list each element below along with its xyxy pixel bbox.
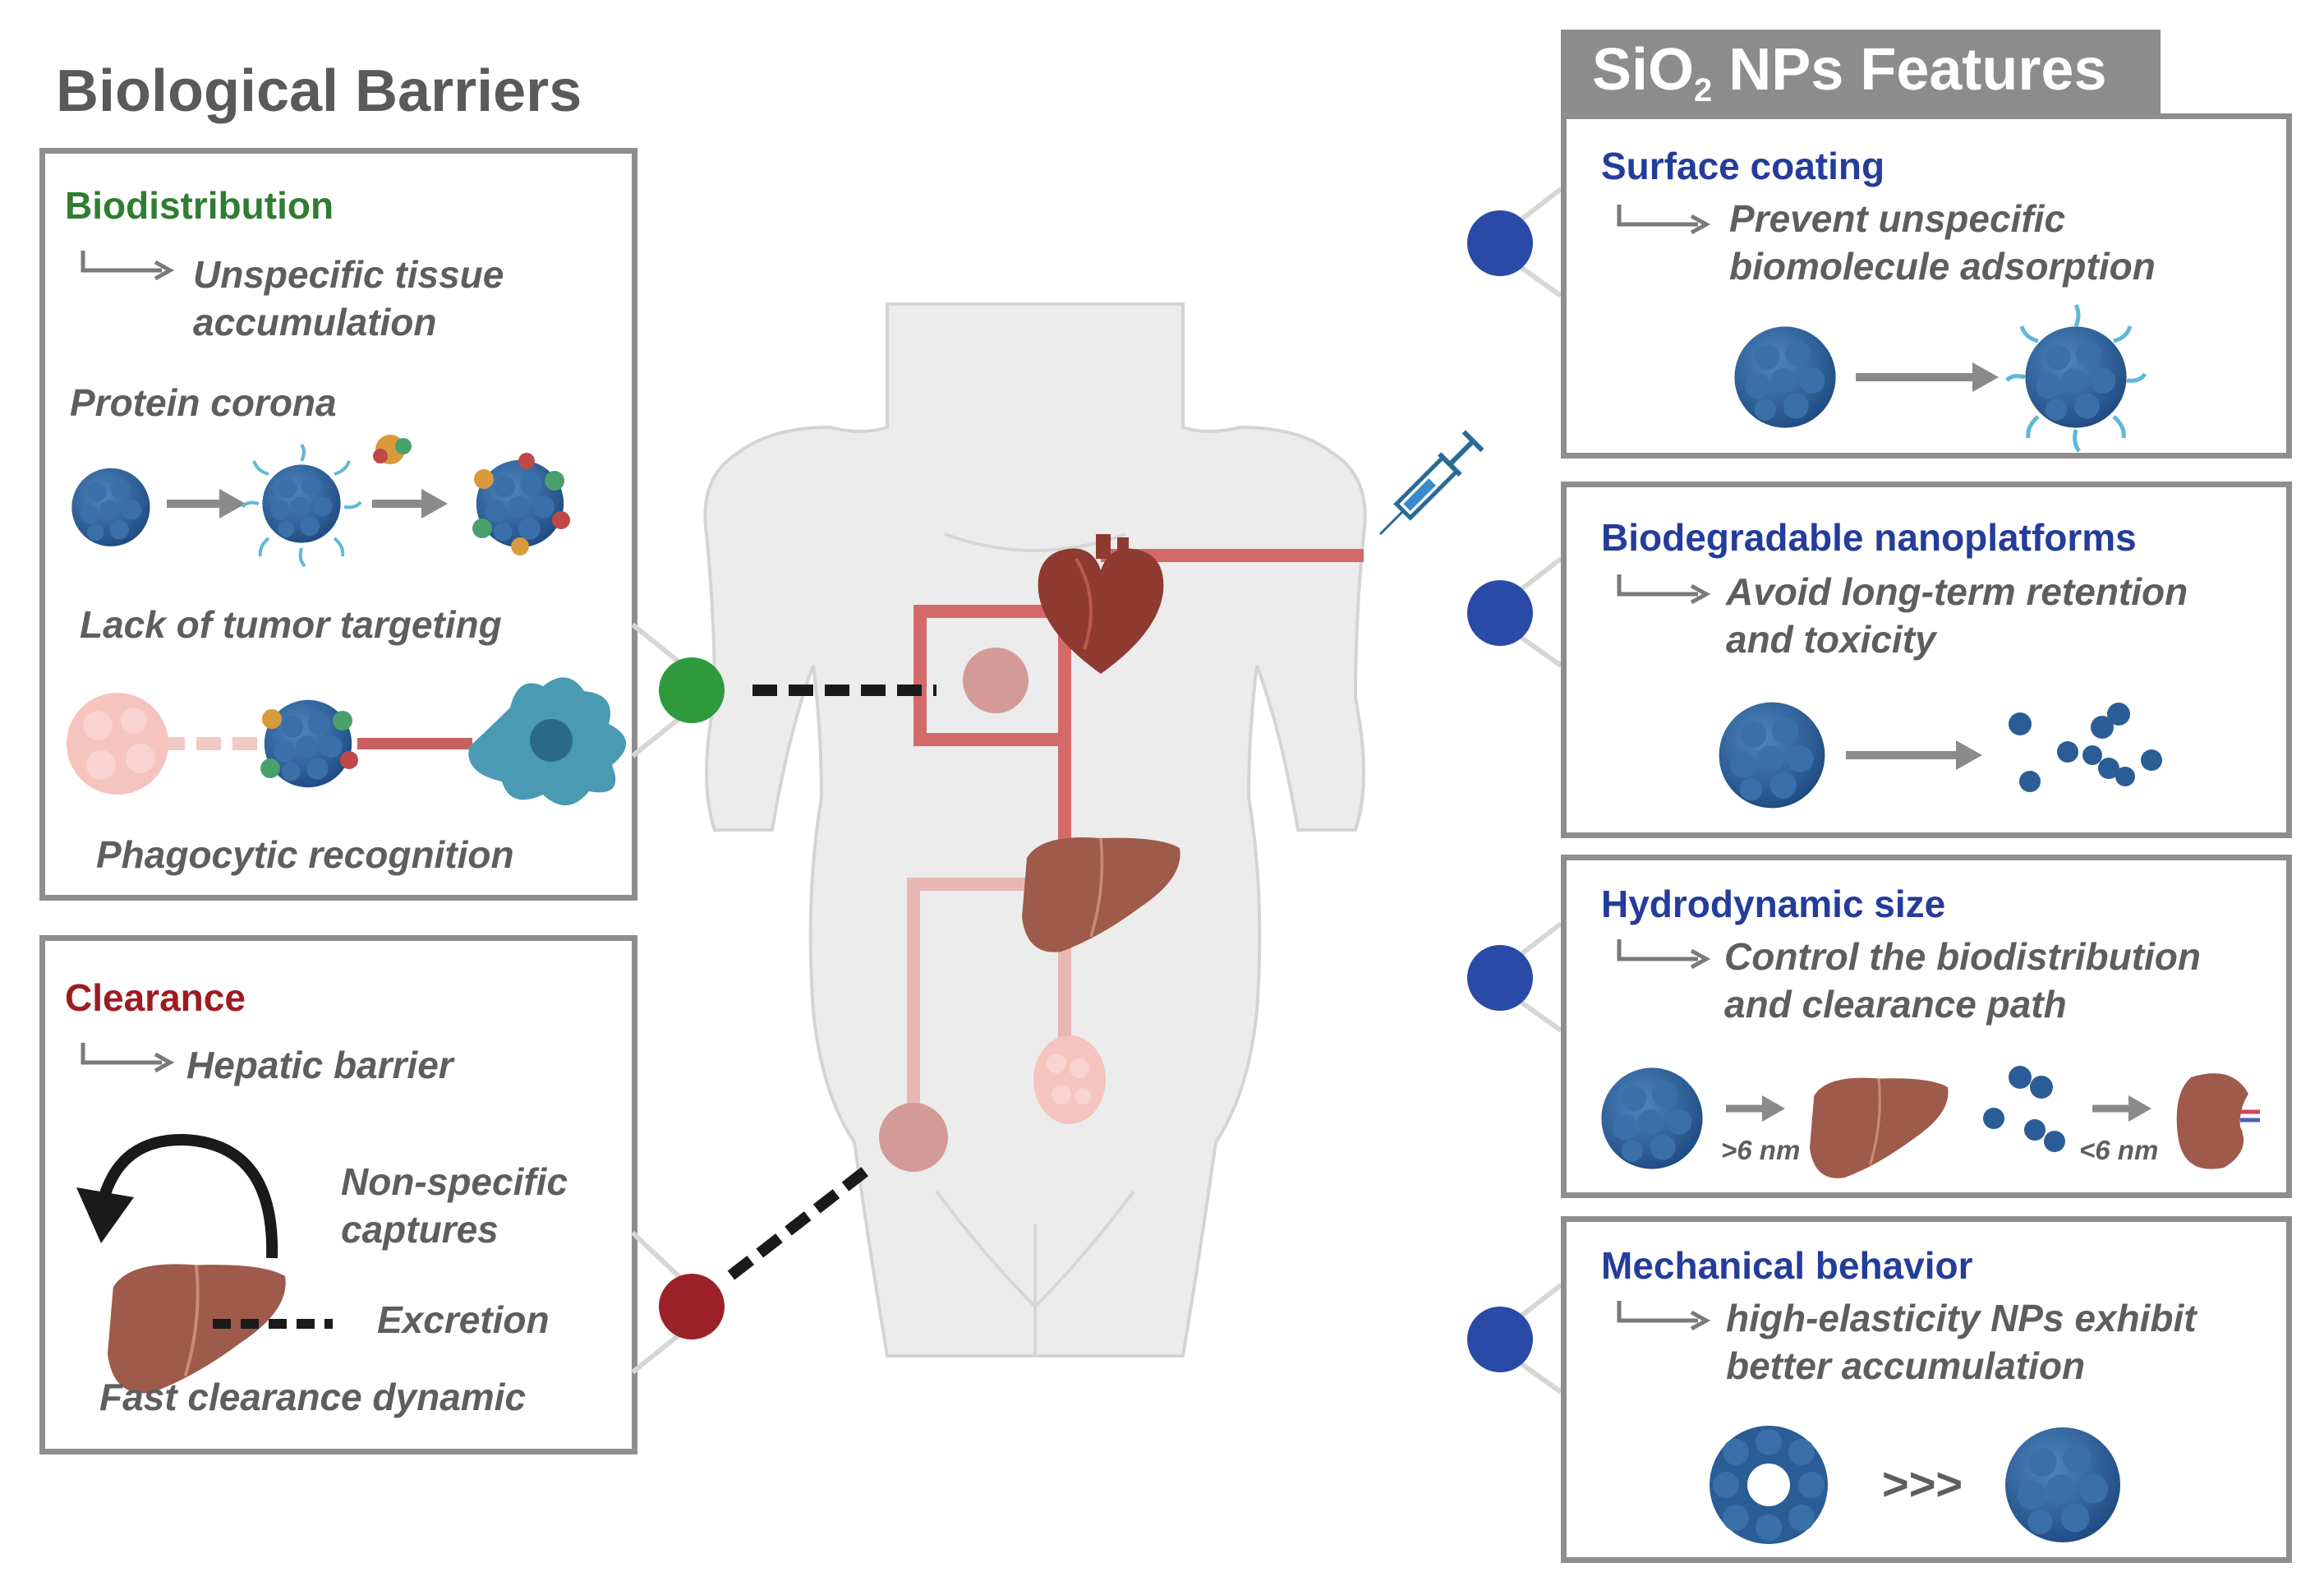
- features-title: SiO2 NPs Features: [1592, 37, 2107, 108]
- biodegradable-connector-dot: [1467, 556, 1562, 668]
- biodegradable-heading: Biodegradable nanoplatforms: [1601, 516, 2137, 559]
- less-than-6nm-label: <6 nm: [2079, 1135, 2159, 1165]
- biodegradable-line1: Avoid long-term retention: [1726, 570, 2188, 613]
- bullet-arrow-icon: [1617, 939, 1711, 970]
- biodistribution-connector-dot: [631, 622, 725, 758]
- biodegradable-box: Biodegradable nanoplatforms Avoid long-t…: [1561, 482, 2292, 838]
- hydrodynamic-heading: Hydrodynamic size: [1601, 883, 1946, 925]
- bullet-arrow-icon: [1617, 1301, 1711, 1331]
- hydrodynamic-line2: and clearance path: [1724, 983, 2067, 1026]
- mechanical-box: Mechanical behavior high-elasticity NPs …: [1561, 1216, 2292, 1563]
- unspecific-tissue-line1: Unspecific tissue: [193, 253, 504, 296]
- surface-coating-illustration: [1734, 303, 2147, 453]
- heart-icon: [1038, 534, 1164, 674]
- greater-than-6nm-label: >6 nm: [1721, 1135, 1801, 1165]
- non-specific-line1: Non-specific: [341, 1160, 568, 1203]
- features-title-banner: SiO2 NPs Features: [1561, 30, 2161, 115]
- mechanical-line1: high-elasticity NPs exhibit: [1726, 1297, 2197, 1339]
- bullet-arrow-icon: [81, 251, 175, 281]
- protein-corona-illustration: [71, 435, 570, 568]
- hydrodynamic-box: Hydrodynamic size Control the biodistrib…: [1561, 855, 2292, 1198]
- biodistribution-heading: Biodistribution: [65, 184, 334, 227]
- biological-barriers-title: Biological Barriers: [56, 58, 582, 124]
- elasticity-comparison-symbol: >>>: [1882, 1458, 1963, 1510]
- surface-coating-heading: Surface coating: [1601, 145, 1885, 187]
- syringe-icon: [1378, 430, 1484, 536]
- biodegradable-illustration: [1719, 702, 2162, 809]
- tumor-icon: [1033, 1035, 1106, 1124]
- hepatic-barrier-label: Hepatic barrier: [186, 1044, 453, 1086]
- lack-tumor-targeting-label: Lack of tumor targeting: [80, 603, 502, 646]
- clearance-heading: Clearance: [65, 976, 246, 1019]
- unspecific-tissue-line2: accumulation: [193, 301, 437, 343]
- bullet-arrow-icon: [81, 1043, 175, 1073]
- biodegradable-line2: and toxicity: [1726, 618, 1936, 661]
- bullet-arrow-icon: [1617, 574, 1711, 605]
- mechanical-illustration: [1710, 1426, 2120, 1544]
- hydrodynamic-line1: Control the biodistribution: [1724, 935, 2202, 978]
- surface-coating-box: Surface coating Prevent unspecific biomo…: [1561, 113, 2292, 459]
- biodistribution-box: Biodistribution Unspecific tissue accumu…: [39, 148, 637, 901]
- mechanical-line2: better accumulation: [1726, 1344, 2086, 1387]
- phagocytic-recognition-label: Phagocytic recognition: [96, 833, 514, 876]
- phagocytic-illustration: [67, 677, 627, 806]
- fast-clearance-label: Fast clearance dynamic: [99, 1376, 527, 1418]
- clearance-connector-dot: [630, 1230, 725, 1375]
- recycle-arrow-icon: [76, 1133, 278, 1259]
- hydrodynamic-illustration: [1601, 1066, 2260, 1180]
- surface-coating-line2: biomolecule adsorption: [1729, 245, 2156, 288]
- surface-coating-line1: Prevent unspecific: [1729, 197, 2066, 240]
- excretion-dash-icon: [213, 1319, 333, 1329]
- surface-coating-connector-dot: [1467, 187, 1562, 298]
- hydrodynamic-connector-dot: [1467, 921, 1562, 1033]
- protein-corona-label: Protein corona: [70, 381, 337, 424]
- mechanical-heading: Mechanical behavior: [1601, 1244, 1973, 1287]
- excretion-label: Excretion: [377, 1298, 550, 1341]
- mechanical-connector-dot: [1467, 1283, 1562, 1394]
- human-body-illustration: [703, 302, 1367, 1358]
- clearance-box: Clearance Hepatic barrier Non-specific c…: [39, 935, 637, 1454]
- non-specific-line2: captures: [341, 1208, 499, 1251]
- bullet-arrow-icon: [1617, 205, 1711, 235]
- liver-icon: [1020, 836, 1182, 954]
